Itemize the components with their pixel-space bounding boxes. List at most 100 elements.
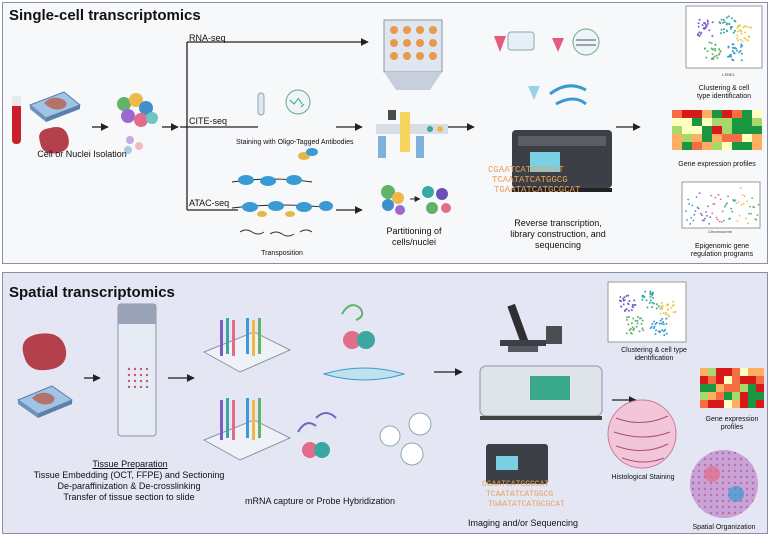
heatmap-cell [708,400,716,408]
epigenomic-point [716,218,719,221]
chromatin-icon [231,148,333,237]
blood-tube-icon [12,96,21,144]
cluster-dot [641,298,644,301]
heatmap-cell [742,134,752,142]
heatmap-cell [756,392,764,400]
cluster-dot [666,304,669,307]
heatmap-cell [672,118,682,126]
cluster-dot [739,29,742,32]
cluster-dot [659,307,662,310]
dna-sequence-3: TGAATATCATGCGCAT [494,185,581,195]
cluster-dot [653,320,656,323]
cluster-dot [718,21,721,24]
gene-expression-heatmap-1 [672,110,762,150]
heatmap-cell [716,400,724,408]
prep-step-2: De-paraffinization & De-crosslinking [57,481,201,491]
heatmap-cell [702,118,712,126]
cluster-dot [625,295,628,298]
cluster-dot [743,37,746,40]
epigenomic-point [689,223,692,225]
cluster-dot [646,306,649,309]
cluster-dot [660,322,663,325]
heatmap-cell [740,392,748,400]
heatmap-cell [712,110,722,118]
cluster-dot [620,305,623,308]
cluster-dot [700,31,703,34]
heatmap-cell [732,142,742,150]
cluster-dot [741,40,744,43]
cluster-dot [722,31,725,34]
epigenomic-point [753,206,756,209]
epigenomic-point [688,203,691,205]
cluster-dot [697,25,700,28]
heatmap-cell [716,384,724,392]
cluster-dot [725,22,728,25]
heatmap-cell [702,126,712,134]
epigenomic-point [690,216,693,219]
cluster-dot [671,304,674,307]
cluster-dot [655,329,658,332]
heatmap-cell [672,110,682,118]
epigenomic-plot-xlabel: Chromosome [708,229,733,234]
heatmap-cell [722,126,732,134]
epigenomic-point [699,212,702,215]
cluster-dot [667,314,670,317]
cluster-dot [625,316,628,319]
cluster-dot [708,29,711,32]
cluster-dot [738,51,741,54]
epigenomic-point [737,201,740,203]
heatmap-cell [712,126,722,134]
cluster-dot [703,47,706,50]
cluster-dot [628,316,631,319]
cluster-dot [714,43,717,46]
dna-sequence-6: TGAATATCATGCGCAT [488,500,565,509]
epigenomic-point [718,220,721,223]
cluster-dot [723,21,726,24]
heatmap-cell [752,126,762,134]
epigenomic-point [704,217,706,220]
cluster-dot [642,329,645,332]
epigenomic-point [735,202,738,205]
heatmap-cell [756,368,764,376]
cluster-dot [664,328,667,331]
epigenomic-point [746,200,748,203]
heatmap-cell [682,142,692,150]
heatmap-cell [672,142,682,150]
clustering-label: Clustering & cell type identification [682,85,766,101]
microfluidic-chip-icon [376,110,448,158]
prep-step-1: Tissue Embedding (OCT, FFPE) and Section… [33,470,225,480]
epigenomic-point [732,199,735,201]
cluster-dot [631,303,634,306]
cluster-dot [649,290,652,293]
heatmap-cell [672,134,682,142]
cluster-dot [731,50,734,53]
cluster-dot [738,24,741,27]
heatmap-cell [732,134,742,142]
cluster-dot [711,58,714,61]
cluster-dot [712,56,715,59]
cluster-dot [742,26,745,29]
st-clustering-line-1: Clustering & cell type [621,347,687,354]
clustering-line-1: Clustering & cell [698,85,750,92]
reverse-line-1: Reverse transcription, [514,218,602,228]
heatmap-cell [708,368,716,376]
epigenomic-point [741,194,744,196]
cluster-dot [642,294,645,297]
cluster-dot [626,302,629,305]
tissue-blob-icon [39,127,69,154]
dna-sequence-5: TCAATATCATGGCG [486,490,553,499]
glass-slide-icon [117,303,157,437]
cluster-dot [651,301,654,304]
heatmap-cell [748,384,756,392]
heatmap-cell [742,142,752,150]
cluster-dot [740,52,743,55]
cluster-dot [716,56,719,59]
cluster-dot [644,290,647,293]
epigenomic-point [685,210,687,213]
epigenomic-point [686,219,688,221]
cluster-dot [711,21,714,24]
cluster-dot [661,317,664,320]
cite-seq-label: CITE-seq [189,116,228,126]
heatmap-cell [724,392,732,400]
cluster-dot [715,54,718,57]
